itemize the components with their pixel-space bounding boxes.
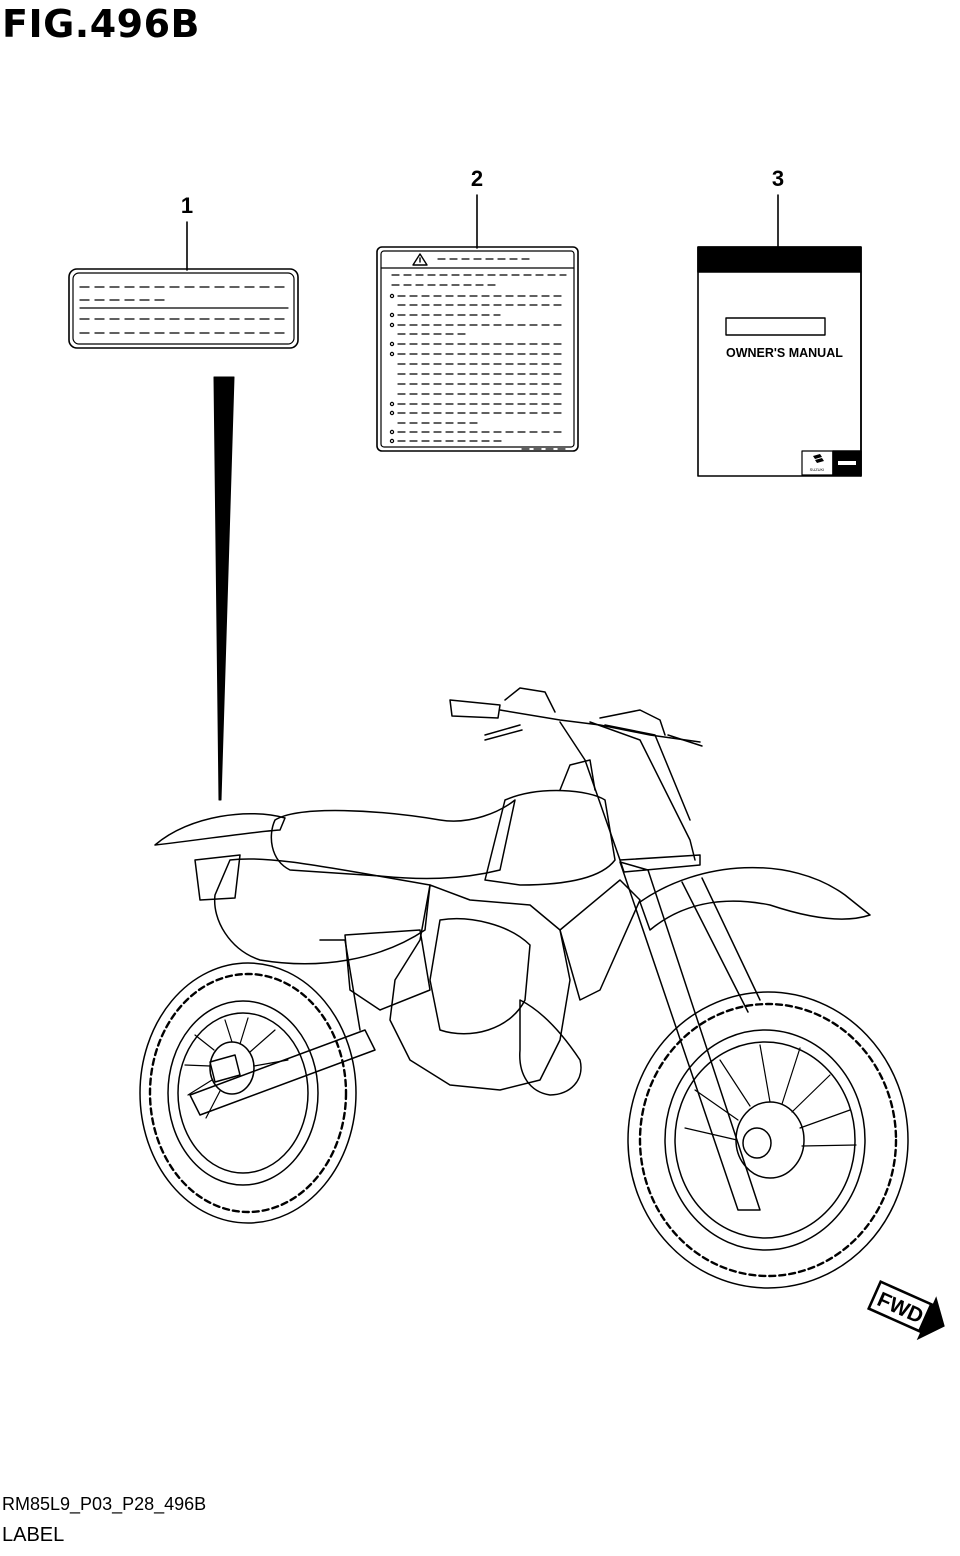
brand-mark: SUZUKI	[810, 467, 825, 472]
figure-name: LABEL	[2, 1524, 65, 1546]
warning-label-icon	[376, 246, 579, 452]
suzuki-logo-icon	[813, 454, 824, 463]
label-sticker-icon	[68, 268, 299, 349]
owners-manual-text: OWNER'S MANUAL	[726, 346, 843, 360]
warning-triangle-icon	[412, 253, 428, 266]
owners-manual-icon	[697, 246, 862, 477]
part-1-label[interactable]: 1	[68, 193, 299, 349]
fwd-direction-arrow: FWD	[866, 1280, 945, 1341]
part-3-owners-manual[interactable]: 3 OWNER'S MANUAL SUZUKI	[697, 166, 862, 477]
figure-code: RM85L9_P03_P28_496B	[2, 1494, 207, 1514]
callout-3: 3	[772, 166, 784, 191]
callout-2: 2	[471, 166, 483, 191]
callout-1: 1	[181, 193, 193, 218]
part-2-warning-label[interactable]: 2	[376, 166, 579, 452]
leader-arrow-to-bike	[213, 376, 235, 801]
motorcycle-illustration	[139, 687, 909, 1289]
figure-title: FIG.496B	[2, 2, 201, 46]
